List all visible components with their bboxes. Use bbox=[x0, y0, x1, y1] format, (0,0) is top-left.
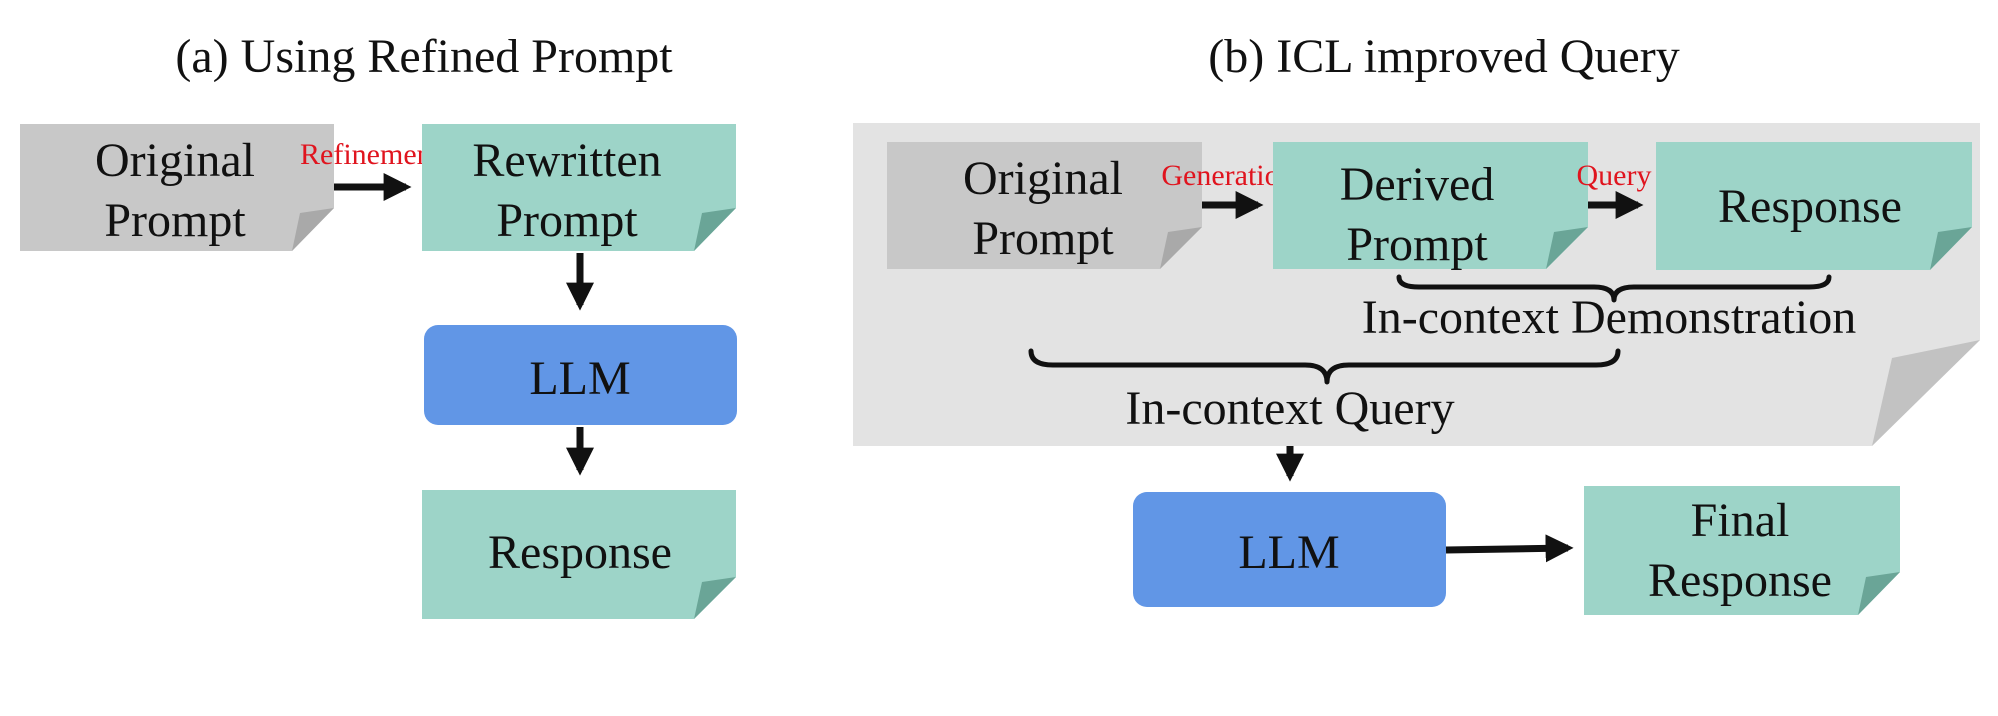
panel-a-original-prompt-fold bbox=[292, 208, 334, 251]
panel-a-llm-box: LLM bbox=[424, 325, 737, 425]
panel-a-original-prompt-line1: Original bbox=[95, 134, 255, 187]
panel-b-response-fold bbox=[1930, 227, 1972, 270]
panel-b: (b) ICL improved Query Original Prompt G… bbox=[853, 30, 1980, 615]
panel-a-refinement-label: Refinement bbox=[300, 138, 441, 171]
panel-b-query-label: Query bbox=[1577, 159, 1652, 192]
panel-b-original-prompt-body bbox=[887, 142, 1202, 269]
panel-b-final-response-note: Final Response bbox=[1584, 486, 1900, 615]
panel-a-rewritten-prompt-line1: Rewritten bbox=[472, 134, 661, 187]
panel-b-derived-prompt-body bbox=[1273, 142, 1588, 269]
panel-a-rewritten-prompt-fold bbox=[694, 208, 736, 251]
panel-b-derived-prompt-note: Derived Prompt bbox=[1273, 142, 1588, 271]
panel-a-response-fold bbox=[694, 577, 736, 619]
panel-b-llm-box: LLM bbox=[1133, 492, 1446, 607]
panel-b-derived-prompt-line2: Prompt bbox=[1346, 218, 1488, 271]
panel-b-generation-label: Generation bbox=[1161, 159, 1294, 192]
panel-a-response-body bbox=[422, 490, 736, 619]
panel-a-response-note: Response bbox=[422, 490, 736, 619]
panel-a-original-prompt-note: Original Prompt bbox=[20, 124, 334, 251]
panel-b-final-response-body bbox=[1584, 486, 1900, 615]
panel-b-title: (b) ICL improved Query bbox=[1208, 30, 1679, 83]
panel-b-final-response-line1: Final bbox=[1691, 494, 1790, 547]
panel-b-query-group-label: In-context Query bbox=[1125, 382, 1454, 435]
panel-b-response-note: Response bbox=[1656, 142, 1972, 270]
panel-b-original-prompt-line1: Original bbox=[963, 152, 1123, 205]
panel-a-original-prompt-line2: Prompt bbox=[104, 194, 246, 247]
panel-b-final-response-fold bbox=[1858, 572, 1900, 615]
panel-b-response-body bbox=[1656, 142, 1972, 270]
panel-a-llm-label: LLM bbox=[529, 352, 630, 405]
panel-b-query-page-fold bbox=[1872, 340, 1980, 446]
panel-b-query-brace bbox=[1028, 348, 1621, 385]
panel-a-title: (a) Using Refined Prompt bbox=[175, 30, 673, 83]
panel-a-rewritten-prompt-line2: Prompt bbox=[496, 194, 638, 247]
panel-b-original-prompt-line2: Prompt bbox=[972, 212, 1114, 265]
panel-b-llm-label: LLM bbox=[1238, 526, 1339, 579]
panel-b-derived-prompt-line1: Derived bbox=[1340, 158, 1495, 211]
panel-a-rewritten-prompt-body bbox=[422, 124, 736, 251]
panel-a-original-prompt-body bbox=[20, 124, 334, 251]
panel-b-llm-rect bbox=[1133, 492, 1446, 607]
panel-b-original-prompt-fold bbox=[1160, 227, 1202, 269]
panel-a-response-label: Response bbox=[488, 526, 672, 579]
panel-b-response-label: Response bbox=[1718, 180, 1902, 233]
panel-b-final-response-line2: Response bbox=[1648, 554, 1832, 607]
panel-b-derived-prompt-fold bbox=[1546, 227, 1588, 269]
panel-a-llm-rect bbox=[424, 325, 737, 425]
panel-a-rewritten-prompt-note: Rewritten Prompt bbox=[422, 124, 736, 251]
panel-b-demonstration-label: In-context Demonstration bbox=[1362, 291, 1857, 344]
panel-b-arrow-to-final bbox=[1445, 534, 1574, 563]
panel-b-original-prompt-note: Original Prompt bbox=[887, 142, 1202, 269]
panel-b-demonstration-brace bbox=[1396, 274, 1832, 303]
panel-a: (a) Using Refined Prompt Original Prompt… bbox=[20, 30, 737, 619]
